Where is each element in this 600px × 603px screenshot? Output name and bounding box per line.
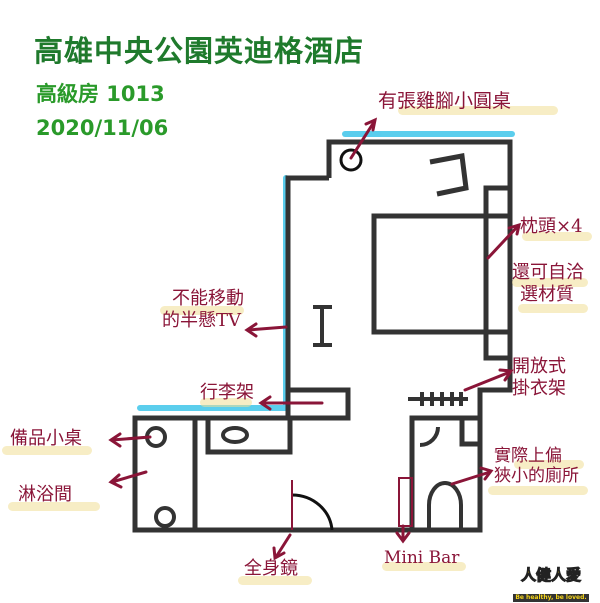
window-highlight: [137, 131, 515, 411]
visit-date: 2020/11/06: [36, 116, 169, 140]
label-amenity-table: 備品小桌: [2, 428, 92, 455]
toilet-icon: [427, 481, 463, 528]
tv-icon: [313, 305, 332, 347]
label-tv: 不能移動 的半懸TV: [160, 288, 244, 331]
annotation-arrows: [108, 117, 522, 561]
brand-logo: 人健人愛 Be healthy, be loved.: [508, 566, 594, 602]
sink-icon: [221, 426, 249, 444]
hotel-title: 高雄中央公園英迪格酒店: [34, 34, 365, 68]
round-table-icon: [339, 148, 363, 172]
label-toilet: 實際上偏 狹小的廁所: [488, 446, 588, 495]
shower-drain-icon: [154, 506, 176, 528]
label-luggage-rack: 行李架: [200, 382, 254, 407]
label-hanger: 開放式 掛衣架: [512, 356, 566, 399]
logo-tagline: Be healthy, be loved.: [513, 594, 589, 602]
label-pillow-note: 還可自洽 選材質: [512, 262, 588, 313]
logo-text: 人健人愛: [520, 566, 581, 585]
bed: [371, 185, 513, 361]
label-minibar: Mini Bar: [382, 548, 466, 571]
label-full-length-mirror: 全身鏡: [238, 558, 312, 585]
label-pillows: 枕頭×4: [520, 216, 592, 241]
chair-bracket: [429, 153, 469, 197]
hanger-rail-icon: [408, 392, 468, 406]
toilet-door-icon: [419, 426, 440, 447]
label-shower: 淋浴間: [8, 484, 100, 511]
room-type-number: 高級房 1013: [36, 82, 165, 106]
entry-door-icon: [291, 493, 334, 531]
label-round-table: 有張雞腳小圓桌: [378, 90, 558, 115]
walls: [132, 139, 513, 533]
minibar-icon: [398, 477, 413, 527]
